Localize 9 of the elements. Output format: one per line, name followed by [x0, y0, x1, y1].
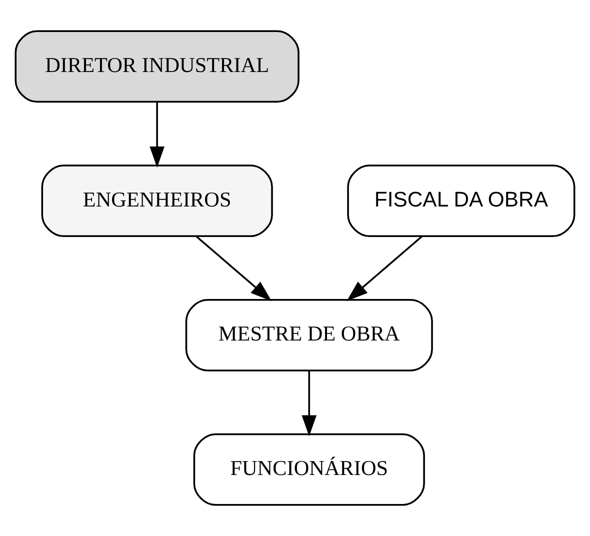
node-box: DIRETOR INDUSTRIAL [14, 30, 300, 103]
arrow [150, 102, 165, 168]
node-box: FUNCIONÁRIOS [193, 433, 425, 506]
arrow [302, 370, 317, 436]
arrow [346, 236, 423, 302]
node-box: MESTRE DE OBRA [185, 298, 433, 372]
arrow [196, 236, 272, 302]
node-box: ENGENHEIROS [41, 164, 273, 238]
node-box: FISCAL DA OBRA [347, 164, 576, 238]
